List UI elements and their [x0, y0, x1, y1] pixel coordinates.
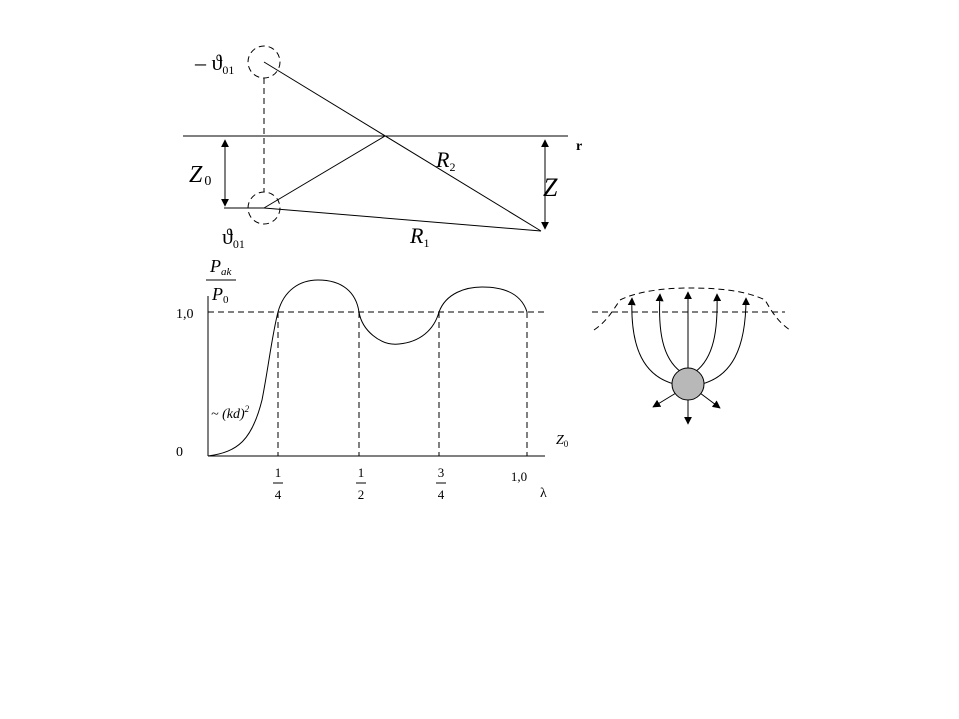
y-label-denominator: P0 [211, 284, 229, 306]
x-tick-quarter-den: 4 [275, 487, 282, 502]
sound-source-circle [671, 367, 705, 401]
r2-label: R2 [435, 147, 455, 174]
y-tick-1: 1,0 [176, 307, 194, 322]
ray-source-to-surface [263, 135, 386, 209]
arrow-down-right [699, 392, 721, 409]
arrow-up-inner-left [655, 293, 682, 373]
x-tick-quarter-num: 1 [275, 465, 282, 480]
x-unit-label: λ [540, 486, 547, 501]
pressure-curve [207, 279, 528, 457]
r1-label: R1 [409, 223, 429, 250]
x-tick-half-den: 2 [358, 487, 365, 502]
y-tick-0: 0 [176, 445, 183, 460]
ray-r1 [263, 207, 542, 232]
x-tick-three-quarter-num: 3 [438, 465, 445, 480]
arrow-up-outer-left [627, 297, 675, 385]
x-axis-label: Z0 [556, 433, 569, 449]
arrow-up-outer-right [701, 297, 750, 385]
arrow-down-left [652, 392, 677, 408]
r-axis-label: r [576, 139, 582, 154]
pattern-envelope [593, 287, 791, 331]
arrow-up-inner-right [694, 293, 722, 373]
source-label: ϑ01 [222, 224, 245, 251]
pressure-plot: Pak P0 1,0 0 ~ (kd)2 Z0 λ 1 4 1 2 3 4 1,… [176, 256, 569, 502]
image-source-label: – ϑ01 [194, 50, 234, 77]
x-tick-three-quarter-den: 4 [438, 487, 445, 502]
radiation-pattern [592, 287, 791, 425]
x-tick-half-num: 1 [358, 465, 365, 480]
x-tick-one: 1,0 [511, 469, 527, 484]
y-label-numerator: Pak [209, 256, 233, 278]
ray-r2 [263, 61, 542, 232]
curve-annotation: ~ (kd)2 [211, 404, 250, 422]
depth-z-label: Z [543, 173, 558, 202]
